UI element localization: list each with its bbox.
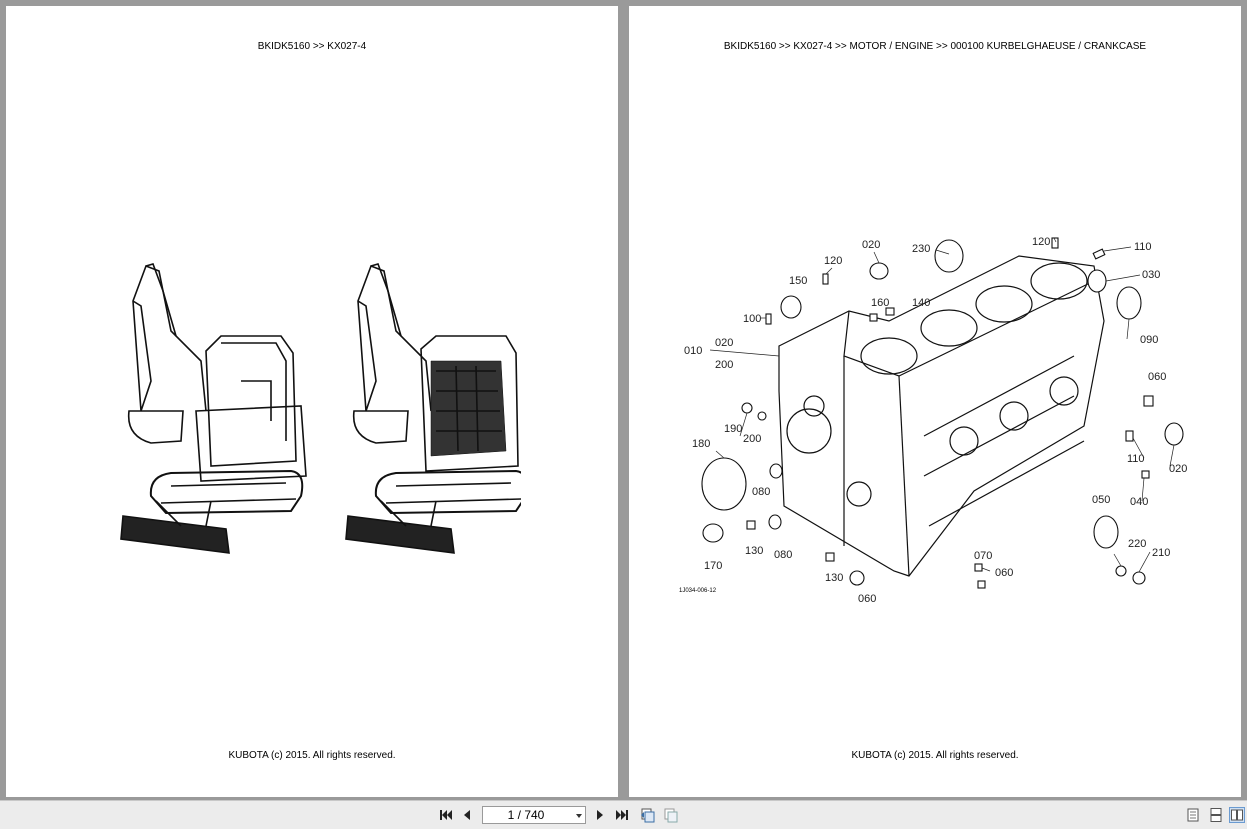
crankcase-exploded-diagram: 020 230 120 120 110 150 030 160 140 100 … xyxy=(684,236,1187,605)
part-label: 210 xyxy=(1152,547,1170,559)
excavator-illustration xyxy=(120,263,521,554)
excavator-right-icon xyxy=(345,263,521,554)
part-label: 140 xyxy=(912,297,930,309)
page-header: BKIDK5160 >> KX027-4 >> MOTOR / ENGINE >… xyxy=(723,41,1147,52)
part-label: 020 xyxy=(1169,463,1187,475)
part-label: 230 xyxy=(912,243,930,255)
page-footer: KUBOTA (c) 2015. All rights reserved. xyxy=(228,750,396,761)
part-label: 070 xyxy=(974,550,992,562)
part-label: 060 xyxy=(1148,371,1166,383)
part-label: 200 xyxy=(715,359,733,371)
part-label: 030 xyxy=(1142,269,1160,281)
previous-page-icon[interactable] xyxy=(460,807,474,823)
part-label: 080 xyxy=(752,486,770,498)
chevron-down-icon xyxy=(576,814,582,818)
part-label: 020 xyxy=(862,239,880,251)
right-page: BKIDK5160 >> KX027-4 >> MOTOR / ENGINE >… xyxy=(629,6,1241,797)
part-label: 010 xyxy=(684,345,702,357)
part-label: 130 xyxy=(825,572,843,584)
single-page-view-icon[interactable] xyxy=(1186,807,1200,823)
figure-code: 1J034-006-12 xyxy=(679,588,717,594)
excavator-left-icon xyxy=(120,263,307,554)
part-label: 060 xyxy=(858,593,876,605)
go-back-view-icon[interactable] xyxy=(639,807,657,823)
page-header: BKIDK5160 >> KX027-4 xyxy=(257,41,367,52)
part-labels: 020 230 120 120 110 150 030 160 140 100 … xyxy=(684,236,1187,605)
left-page: BKIDK5160 >> KX027-4 xyxy=(6,6,618,797)
part-label: 120 xyxy=(1032,236,1050,248)
part-label: 100 xyxy=(743,313,761,325)
pdf-viewer-toolbar: 1 / 740 xyxy=(0,800,1247,829)
part-label: 090 xyxy=(1140,334,1158,346)
part-label: 040 xyxy=(1130,496,1148,508)
part-label: 160 xyxy=(871,297,889,309)
two-page-view-icon[interactable] xyxy=(1229,807,1245,823)
next-page-icon[interactable] xyxy=(593,807,607,823)
part-label: 080 xyxy=(774,549,792,561)
first-page-icon[interactable] xyxy=(438,807,454,823)
continuous-view-icon[interactable] xyxy=(1209,807,1223,823)
page-number-value: 1 / 740 xyxy=(507,808,545,822)
part-label: 170 xyxy=(704,560,722,572)
part-label: 150 xyxy=(789,275,807,287)
crankcase-parts xyxy=(701,237,1184,589)
part-label: 120 xyxy=(824,255,842,267)
part-label: 060 xyxy=(995,567,1013,579)
page-number-select[interactable]: 1 / 740 xyxy=(482,806,586,824)
part-label: 190 xyxy=(724,423,742,435)
part-label: 220 xyxy=(1128,538,1146,550)
part-label: 200 xyxy=(743,433,761,445)
part-label: 180 xyxy=(692,438,710,450)
part-label: 130 xyxy=(745,545,763,557)
last-page-icon[interactable] xyxy=(614,807,630,823)
part-label: 110 xyxy=(1134,241,1152,253)
crankcase-block xyxy=(778,255,1105,577)
page-footer: KUBOTA (c) 2015. All rights reserved. xyxy=(851,750,1019,761)
part-label: 110 xyxy=(1127,453,1145,465)
part-label: 050 xyxy=(1092,494,1110,506)
go-forward-view-icon[interactable] xyxy=(662,807,680,823)
part-label: 020 xyxy=(715,337,733,349)
